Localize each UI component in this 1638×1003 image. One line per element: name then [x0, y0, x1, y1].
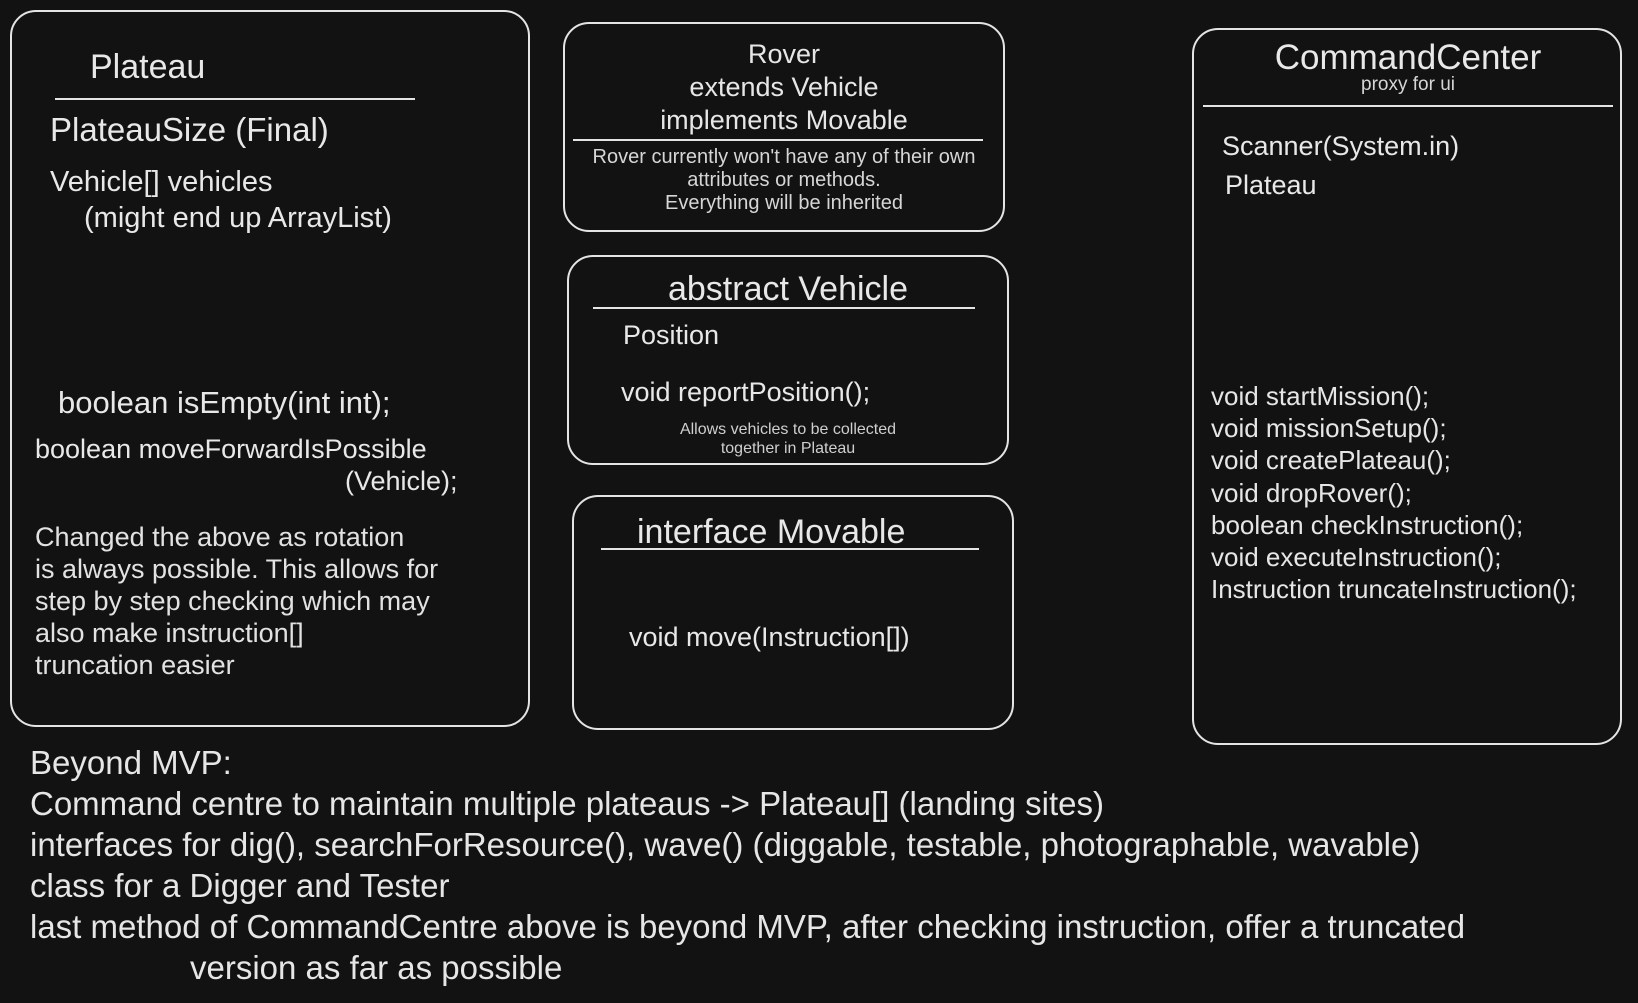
- vehicle-attr-position: Position: [623, 320, 720, 350]
- plateau-title-divider: [55, 98, 415, 100]
- vehicle-note-line: together in Plateau: [720, 440, 856, 457]
- movable-title-divider: [601, 548, 979, 550]
- command-center-method: void createPlateau();: [1211, 445, 1451, 476]
- command-center-subtitle: proxy for ui: [1361, 74, 1455, 95]
- rover-title-line: extends Vehicle: [689, 72, 879, 102]
- beyond-mvp-line: interfaces for dig(), searchForResource(…: [30, 826, 1421, 863]
- command-center-method: Instruction truncateInstruction();: [1211, 574, 1577, 605]
- command-center-method: void executeInstruction();: [1211, 542, 1502, 573]
- plateau-class-box: [10, 10, 530, 727]
- plateau-note-line: Changed the above as rotation: [35, 522, 405, 552]
- rover-note-line: Everything will be inherited: [665, 192, 903, 214]
- beyond-mvp-heading: Beyond MVP:: [30, 744, 232, 781]
- rover-note: Rover currently won't have any of their …: [563, 146, 1005, 215]
- plateau-note-line: step by step checking which may: [35, 586, 430, 616]
- vehicle-title-divider: [593, 307, 975, 309]
- rover-title-divider: [573, 139, 983, 141]
- rover-title-line: implements Movable: [660, 105, 908, 135]
- movable-title: interface Movable: [637, 513, 906, 551]
- command-center-title: CommandCenter: [1274, 38, 1542, 77]
- beyond-mvp-line: last method of CommandCentre above is be…: [30, 908, 1466, 945]
- plateau-title: Plateau: [90, 48, 206, 86]
- command-center-method: boolean checkInstruction();: [1211, 509, 1524, 540]
- rover-note-line: Rover currently won't have any of their …: [592, 146, 976, 168]
- command-center-attr-scanner: Scanner(System.in): [1222, 131, 1460, 161]
- plateau-note: Changed the above as rotation is always …: [35, 521, 438, 681]
- plateau-attr-size: PlateauSize (Final): [50, 111, 329, 148]
- command-center-class-box: [1192, 28, 1622, 745]
- vehicle-method-report-position: void reportPosition();: [621, 377, 871, 407]
- command-center-attr-plateau: Plateau: [1225, 170, 1317, 200]
- plateau-method-is-empty: boolean isEmpty(int int);: [58, 385, 391, 420]
- plateau-attr-vehicles: Vehicle[] vehicles: [50, 166, 273, 198]
- vehicle-note: Allows vehicles to be collected together…: [567, 420, 1009, 458]
- beyond-mvp-notes: Beyond MVP: Command centre to maintain m…: [30, 742, 1465, 988]
- plateau-note-line: truncation easier: [35, 650, 235, 680]
- beyond-mvp-line: Command centre to maintain multiple plat…: [30, 785, 1104, 822]
- plateau-method-move-forward: boolean moveForwardIsPossible: [35, 434, 427, 464]
- command-center-method: void missionSetup();: [1211, 413, 1447, 444]
- beyond-mvp-line: class for a Digger and Tester: [30, 867, 450, 904]
- plateau-note-line: also make instruction[]: [35, 618, 304, 648]
- rover-title: Rover extends Vehicle implements Movable: [563, 38, 1005, 137]
- plateau-method-move-forward-param: (Vehicle);: [345, 466, 458, 496]
- plateau-attr-vehicles-note: (might end up ArrayList): [84, 202, 392, 234]
- vehicle-note-line: Allows vehicles to be collected: [679, 421, 897, 438]
- command-center-method: void dropRover();: [1211, 477, 1412, 508]
- command-center-method: void startMission();: [1211, 381, 1430, 411]
- movable-interface-box: [572, 495, 1014, 730]
- vehicle-title: abstract Vehicle: [667, 270, 909, 308]
- plateau-note-line: is always possible. This allows for: [35, 554, 439, 584]
- movable-method-move: void move(Instruction[]): [629, 622, 910, 652]
- beyond-mvp-line: version as far as possible: [190, 949, 563, 986]
- rover-note-line: attributes or methods.: [687, 169, 881, 191]
- rover-title-line: Rover: [747, 39, 821, 69]
- vehicle-class-box: [567, 255, 1009, 465]
- command-center-methods: void startMission(); void missionSetup()…: [1211, 380, 1577, 605]
- command-center-title-divider: [1203, 105, 1613, 107]
- rover-class-box: [563, 22, 1005, 232]
